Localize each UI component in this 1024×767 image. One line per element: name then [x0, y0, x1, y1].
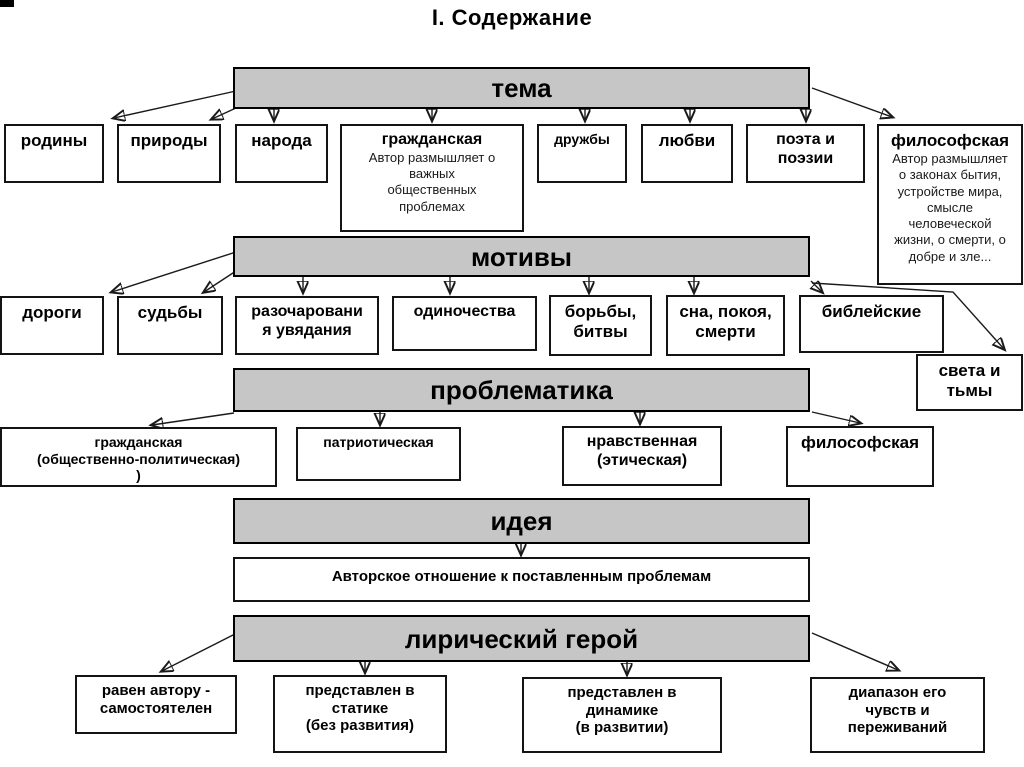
geroy-box-diapazon: диапазон его чувств и переживаний: [810, 677, 985, 753]
motivy-box-dorogi: дороги: [0, 296, 104, 355]
problematika-box-nravstvennaya-label: нравственная (этическая): [586, 433, 698, 469]
motivy-box-sna-label: сна, покоя, смерти: [679, 302, 772, 342]
tema-box-lyubvi-label: любви: [658, 131, 716, 150]
arrow-problematika-filosofskaya: [811, 411, 860, 423]
ideya-box-avtorskoe: Авторское отношение к поставленным пробл…: [233, 557, 810, 602]
tema-box-rodiny: родины: [4, 124, 104, 183]
tema-box-filosofskaya-label: философская: [890, 131, 1010, 150]
arrow-problematika-grazhdanskaya: [152, 412, 235, 425]
problematika-box-patrioticheskaya: патриотическая: [296, 427, 461, 481]
motivy-box-razocharovaniya: разочаровани я увядания: [235, 296, 379, 355]
motivy-box-odinochestva-label: одиночества: [413, 303, 516, 320]
arrow-tema-filosofskaya: [811, 87, 892, 117]
tema-box-naroda: народа: [235, 124, 328, 183]
problematika-box-filosofskaya-label: философская: [800, 433, 920, 452]
motivy-box-borby-label: борьбы, битвы: [564, 302, 637, 342]
tema-box-poeta-label: поэта и поэзии: [776, 131, 835, 167]
tema-box-filosofskaya: философская Автор размышляет о законах б…: [877, 124, 1023, 285]
motivy-box-sudby-label: судьбы: [137, 303, 203, 322]
tema-box-rodiny-label: родины: [20, 131, 88, 150]
geroy-box-dinamika: представлен в динамике (в развитии): [522, 677, 722, 753]
motivy-box-razocharovaniya-label: разочаровани я увядания: [251, 303, 363, 339]
tema-box-naroda-label: народа: [251, 131, 312, 150]
tema-box-poeta: поэта и поэзии: [746, 124, 865, 183]
tema-box-grazhdanskaya-label: гражданская: [381, 131, 483, 148]
geroy-box-raven-avtoru-label: равен автору - самостоятелен: [99, 682, 213, 717]
motivy-box-sveta-label: света и тьмы: [938, 361, 1001, 401]
tema-box-druzhby: дружбы: [537, 124, 627, 183]
motivy-box-sna: сна, покоя, смерти: [666, 295, 785, 356]
tema-box-grazhdanskaya: гражданская Автор размышляет о важных об…: [340, 124, 524, 232]
geroy-box-statika-label: представлен в статике (без развития): [305, 682, 415, 735]
arrow-geroy-diapazon: [811, 632, 898, 670]
geroy-box-diapazon-label: диапазон его чувств и переживаний: [847, 684, 948, 737]
geroy-box-raven-avtoru: равен автору - самостоятелен: [75, 675, 237, 734]
arrow-motivy-sudby: [204, 270, 237, 292]
arrow-motivy-dorogi: [112, 251, 237, 292]
problematika-box-patrioticheskaya-label: патриотическая: [323, 434, 434, 450]
arrow-tema-prirody: [212, 107, 237, 119]
diagram-title: I. Содержание: [431, 5, 593, 30]
tema-box-druzhby-label: дружбы: [554, 131, 610, 147]
section-header-tema: тема: [233, 67, 810, 109]
section-header-problematika: проблематика: [233, 368, 810, 412]
problematika-box-filosofskaya: философская: [786, 426, 934, 487]
geroy-box-dinamika-label: представлен в динамике (в развитии): [567, 684, 677, 737]
tema-box-lyubvi: любви: [641, 124, 733, 183]
section-header-ideya: идея: [233, 498, 810, 544]
problematika-box-nravstvennaya: нравственная (этическая): [562, 426, 722, 486]
arrow-tema-rodiny: [114, 90, 237, 118]
problematika-box-grazhdanskaya-label: гражданская (общественно-политическая) ): [36, 434, 240, 484]
problematika-box-grazhdanskaya: гражданская (общественно-политическая) ): [0, 427, 277, 487]
motivy-box-borby: борьбы, битвы: [549, 295, 652, 356]
motivy-box-bibleyskie-label: библейские: [821, 302, 922, 321]
ideya-box-avtorskoe-label: Авторское отношение к поставленным пробл…: [331, 568, 712, 585]
motivy-box-dorogi-label: дороги: [22, 303, 82, 322]
slide-edge-artifact: [0, 0, 14, 7]
tema-box-grazhdanskaya-description: Автор размышляет о важных общественных п…: [368, 149, 496, 214]
tema-box-prirody: природы: [117, 124, 221, 183]
arrow-geroy-raven: [162, 633, 236, 671]
tema-box-prirody-label: природы: [130, 131, 208, 150]
motivy-box-sudby: судьбы: [117, 296, 223, 355]
section-header-geroy: лирический герой: [233, 615, 810, 662]
tema-box-filosofskaya-description: Автор размышляет о законах бытия, устрой…: [892, 151, 1008, 264]
geroy-box-statika: представлен в статике (без развития): [273, 675, 447, 753]
motivy-box-bibleyskie: библейские: [799, 295, 944, 353]
section-header-motivy: мотивы: [233, 236, 810, 277]
arrow-motivy-bibleyskie: [811, 281, 822, 292]
motivy-box-odinochestva: одиночества: [392, 296, 537, 351]
motivy-box-sveta: света и тьмы: [916, 354, 1023, 411]
